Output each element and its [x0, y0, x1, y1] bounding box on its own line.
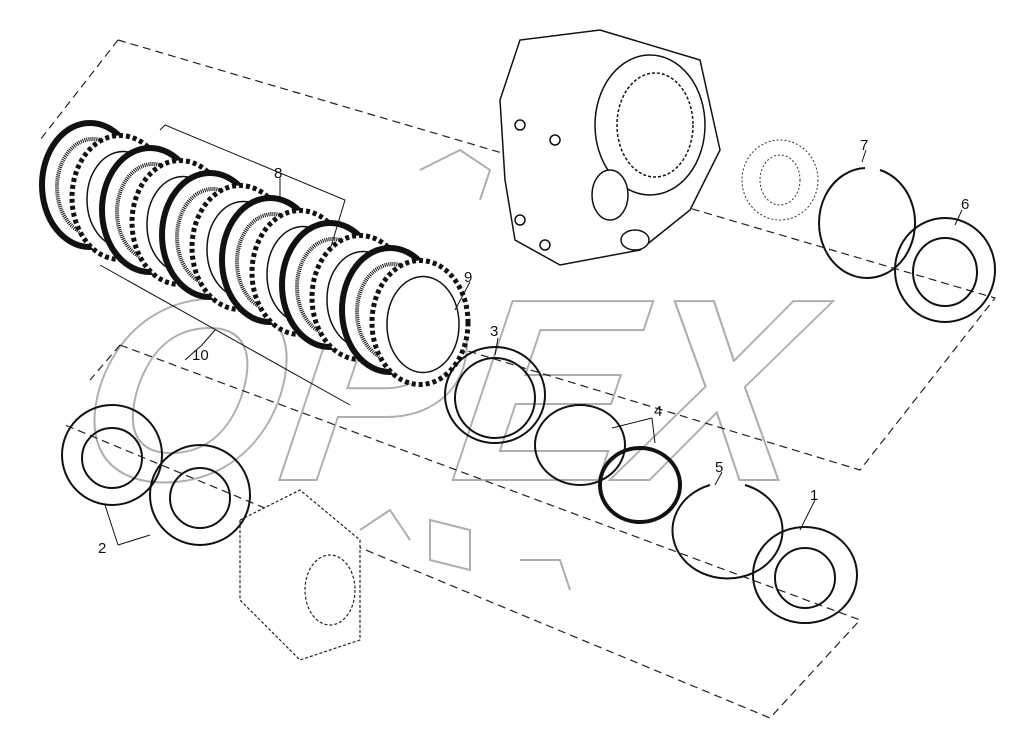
gear-hub [741, 139, 819, 221]
callout-9: 9 [464, 269, 472, 286]
callout-2: 2 [98, 540, 106, 557]
rings [61, 167, 996, 624]
callout-labels: 1 2 3 4 5 6 7 8 9 10 [98, 137, 969, 557]
callout-8: 8 [274, 165, 282, 182]
part-6-washer [894, 217, 996, 323]
part-2-washer-b [149, 444, 251, 546]
part-7-circlip [818, 167, 917, 279]
part-2-washer-a [61, 404, 163, 506]
callout-5: 5 [715, 459, 723, 476]
part-4-seal-b [598, 446, 682, 524]
callout-3: 3 [490, 323, 498, 340]
callout-6: 6 [961, 196, 969, 213]
callout-1: 1 [810, 487, 818, 504]
part-4-seal-a [534, 404, 626, 486]
part-3-piston [444, 346, 546, 444]
part-5-snap-ring [671, 484, 784, 580]
part-1-plate [752, 526, 858, 624]
clutch-disc-stack [39, 120, 471, 387]
callout-10: 10 [192, 347, 209, 364]
steel-gear-disc [369, 258, 471, 387]
callout-7: 7 [860, 137, 868, 154]
callout-4: 4 [654, 403, 662, 420]
lower-housing [239, 489, 361, 661]
leader-lines [99, 124, 963, 546]
housing [499, 29, 721, 266]
